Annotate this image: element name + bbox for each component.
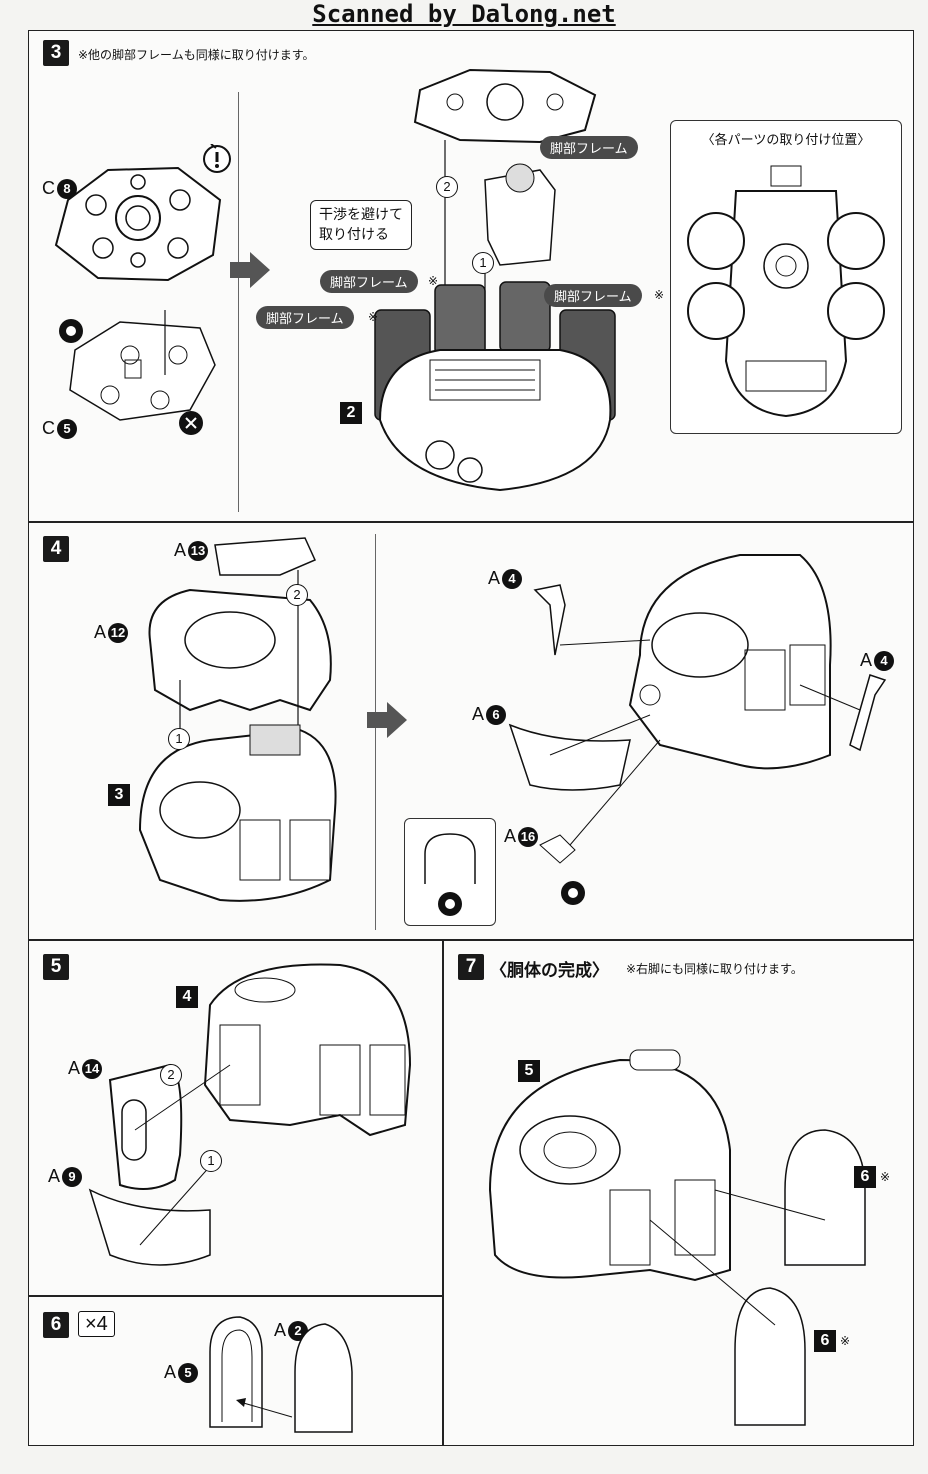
part-letter: C: [42, 178, 55, 198]
step7-assembly-illustration: [488, 1049, 866, 1426]
part-number: 4: [502, 569, 523, 590]
inset-assembly-illustration: [687, 165, 885, 418]
order-number-2: 2: [160, 1064, 182, 1086]
glue-icon: [59, 319, 83, 343]
cut-icon: [179, 411, 203, 435]
step4-right-assembly-illustration: [508, 554, 887, 864]
detail-inset: [404, 818, 496, 926]
part-number: 13: [188, 541, 209, 562]
part-letter: A: [68, 1058, 81, 1078]
part-number: 12: [108, 623, 129, 644]
glue-icon: [561, 881, 585, 905]
quantity-multiplier: ×4: [78, 1311, 115, 1337]
part-letter: A: [48, 1166, 61, 1186]
order-number-1: 1: [472, 252, 494, 274]
part-letter: A: [472, 704, 485, 724]
part-letter: C: [42, 418, 55, 438]
part-letter: A: [504, 826, 517, 846]
order-number-2: 2: [286, 584, 308, 606]
asterisk-mark: ※: [368, 310, 379, 324]
step3-divider: [238, 92, 239, 512]
order-number-2: 2: [436, 176, 458, 198]
step6-number: 6: [43, 1312, 69, 1338]
reference-step-6: 6: [854, 1166, 876, 1188]
step5-assembly-illustration: [88, 963, 412, 1266]
reference-step-4: 4: [176, 986, 198, 1008]
glue-icon: [438, 892, 462, 916]
warning-icon: [202, 144, 232, 174]
step3-number: 3: [43, 40, 69, 66]
scan-credit-header: Scanned by Dalong.net: [0, 0, 928, 30]
reference-step-3: 3: [108, 784, 130, 806]
part-number: 4: [874, 651, 895, 672]
part-letter: A: [174, 540, 187, 560]
part-number: 8: [57, 179, 77, 200]
step4-divider: [375, 534, 376, 930]
part-letter: A: [94, 622, 107, 642]
step7-note: ※右脚にも同様に取り付けます。: [626, 962, 803, 976]
detail-inset-illustration: [424, 833, 476, 884]
part-c8-illustration: [54, 166, 222, 282]
reference-step-5: 5: [518, 1060, 540, 1082]
part-number: 14: [82, 1059, 103, 1080]
part-letter: A: [488, 568, 501, 588]
reference-step-2: 2: [340, 402, 362, 424]
part-number: 5: [57, 419, 77, 440]
scan-credit: Scanned by Dalong.net: [312, 0, 616, 28]
part-letter: A: [860, 650, 873, 670]
part-c5-illustration: [69, 310, 216, 421]
order-number-1: 1: [168, 728, 190, 750]
reference-step-6: 6: [814, 1330, 836, 1352]
interference-callout: 干渉を避けて 取り付ける: [310, 200, 412, 250]
asterisk-mark: ※: [654, 288, 665, 302]
callout-text: 干渉を避けて 取り付ける: [319, 207, 403, 243]
step4-number: 4: [43, 536, 69, 562]
part-number: 6: [486, 705, 507, 726]
leg-frame-label-4: 脚部フレーム: [544, 284, 642, 307]
step6-assembly-illustration: [209, 1316, 353, 1433]
part-number: 5: [178, 1363, 199, 1384]
parts-position-inset: 〈各パーツの取り付け位置〉: [670, 120, 902, 434]
leg-frame-label-1: 脚部フレーム: [540, 136, 638, 159]
part-number: 9: [62, 1167, 83, 1188]
asterisk-mark: ※: [428, 274, 439, 288]
leg-frame-label-3: 脚部フレーム: [256, 306, 354, 329]
asterisk-mark: ※: [840, 1334, 851, 1348]
asterisk-mark: ※: [880, 1170, 891, 1184]
inset-title: 〈各パーツの取り付け位置〉: [701, 133, 871, 148]
arrow-right-icon: [230, 252, 270, 288]
step3-assembly-illustration: [374, 68, 616, 492]
step5-number: 5: [43, 954, 69, 980]
part-letter: A: [164, 1362, 177, 1382]
arrow-right-icon: [367, 702, 407, 738]
leg-frame-label-2: 脚部フレーム: [320, 270, 418, 293]
step3-note: ※他の脚部フレームも同様に取り付けます。: [78, 48, 315, 62]
step4-left-assembly-illustration: [138, 537, 337, 902]
step7-title: 〈胴体の完成〉: [490, 961, 609, 981]
part-letter: A: [274, 1320, 287, 1340]
step7-number: 7: [458, 954, 484, 980]
part-number: 16: [518, 827, 539, 848]
order-number-1: 1: [200, 1150, 222, 1172]
